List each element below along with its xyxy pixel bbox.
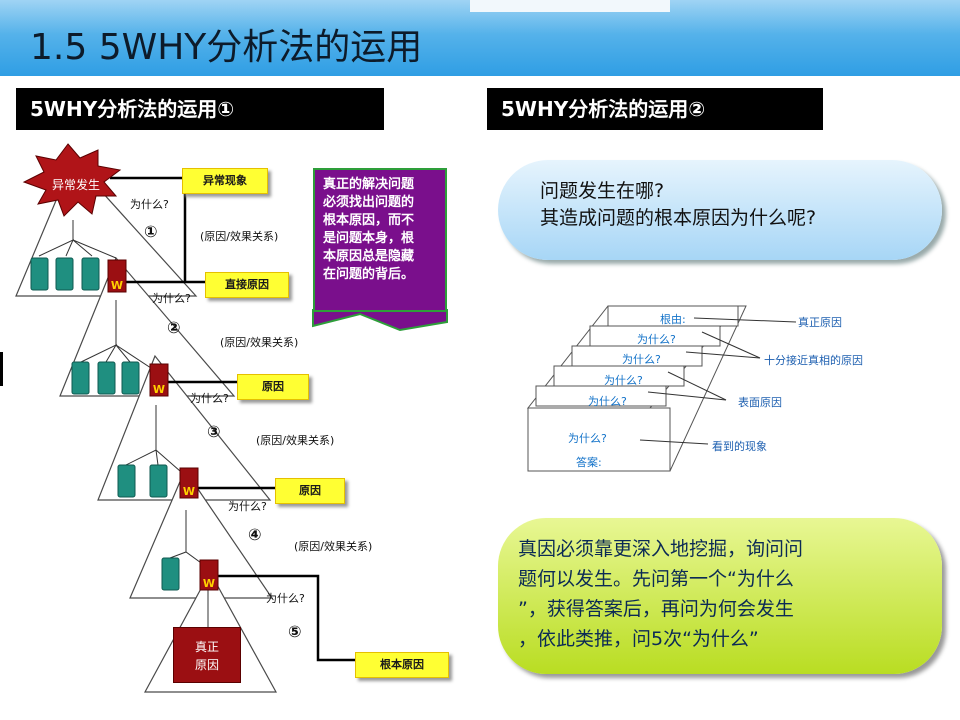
stack-label-why-3: 为什么? (622, 353, 661, 366)
note-line: 根本原因，而不 (323, 213, 415, 228)
root-cause-box: 真正 原因 (173, 627, 241, 683)
tower (97, 361, 116, 395)
title-shine (470, 0, 670, 12)
question-bubble: 问题发生在哪? 其造成问题的根本原因为什么呢? (498, 160, 942, 260)
right-section-heading: 5WHY分析法的运用② (487, 88, 823, 130)
tower (55, 257, 74, 291)
arrow-surface-b (647, 391, 727, 401)
label-cause-2: 原因 (275, 478, 345, 504)
why-label-3: 为什么? (190, 392, 229, 405)
tower (121, 361, 140, 395)
note-line: 真正的解决问题 (323, 177, 415, 192)
layer-1 (535, 385, 667, 407)
side-label-true-cause: 真正原因 (798, 316, 842, 329)
root-cause-line: 真正 (194, 640, 219, 654)
tower (161, 557, 180, 591)
relation-label-3: (原因/效果关系) (256, 434, 335, 447)
note-line: 本原因总是隐藏 (323, 249, 415, 264)
why-label-4: 为什么? (228, 500, 267, 513)
step-number-4: ④ (248, 525, 262, 544)
note-line: 在问题的背后。 (323, 267, 415, 282)
step-number-1: ① (144, 222, 158, 241)
arrow-near-cause-b (685, 351, 761, 359)
label-direct-cause: 直接原因 (205, 272, 289, 298)
layer-front (527, 407, 671, 472)
question-line: 其造成问题的根本原因为什么呢? (540, 207, 817, 229)
conclusion-line: ”，获得答案后，再问为何会发生 (518, 598, 794, 620)
w-label: W (183, 485, 195, 498)
conclusion-bubble: 真因必须靠更深入地挖掘，询问问 题何以发生。先问第一个“为什么 ”，获得答案后，… (498, 518, 942, 674)
edge-mark (0, 352, 3, 386)
left-section-heading: 5WHY分析法的运用① (16, 88, 384, 130)
relation-label-2: (原因/效果关系) (220, 336, 299, 349)
label-anomaly: 异常现象 (182, 168, 268, 194)
layer-stack-diagram (526, 305, 797, 472)
front-label-answer: 答案: (576, 456, 602, 469)
tower (81, 257, 100, 291)
tree-lines-1 (38, 220, 117, 259)
root-cause-line: 原因 (194, 658, 219, 672)
side-label-surface-cause: 表面原因 (738, 396, 782, 409)
title-bar (0, 0, 960, 76)
side-label-near-cause: 十分接近真相的原因 (764, 354, 863, 367)
w-label: W (203, 577, 215, 590)
w-marker (199, 559, 219, 591)
relation-label-1: (原因/效果关系) (200, 230, 279, 243)
why-cascade-diagram: W W W W (15, 143, 448, 693)
question-line: 问题发生在哪? (540, 180, 665, 202)
note-tail (312, 309, 448, 332)
side-label-phenomenon: 看到的现象 (712, 440, 767, 453)
step-number-3: ③ (207, 422, 221, 441)
connector-1 (110, 176, 205, 284)
label-cause-1: 原因 (237, 374, 309, 400)
anomaly-label: 异常发生 (52, 178, 101, 192)
conclusion-line: ，依此类推，问5次“为什么” (518, 628, 759, 650)
label-root-cause: 根本原因 (355, 652, 449, 678)
w-marker (179, 467, 199, 499)
stack-label-why-1: 为什么? (588, 395, 627, 408)
w-label: W (111, 279, 123, 292)
why-label-2: 为什么? (152, 292, 191, 305)
arrow-near-cause-a (701, 331, 761, 359)
tower (71, 361, 90, 395)
note-line: 必须找出问题的 (323, 195, 415, 210)
w-label: W (153, 383, 165, 396)
w-marker (107, 259, 127, 293)
tower (30, 257, 49, 291)
note-line: 是问题本身，根 (323, 231, 415, 246)
why-label-1: 为什么? (130, 198, 169, 211)
arrow-phenomenon (639, 439, 709, 445)
stack-label-why-4: 为什么? (637, 333, 676, 346)
tower (117, 464, 136, 498)
relation-label-4: (原因/效果关系) (294, 540, 373, 553)
why-label-5: 为什么? (266, 592, 305, 605)
conclusion-line: 题何以发生。先问第一个“为什么 (518, 568, 794, 590)
step-number-2: ② (167, 318, 181, 337)
arrow-true-cause (693, 317, 797, 323)
stack-label-root: 根由: (660, 313, 686, 326)
w-marker (149, 363, 169, 397)
insight-note: 真正的解决问题 必须找出问题的 根本原因，而不 是问题本身，根 本原因总是隐藏 … (313, 168, 447, 312)
arrow-surface-a (667, 371, 727, 401)
anomaly-starburst (22, 143, 122, 217)
front-label-why: 为什么? (568, 432, 607, 445)
step-number-5: ⑤ (288, 622, 302, 641)
page-title: 1.5 5WHY分析法的运用 (30, 27, 423, 68)
tower (149, 464, 168, 498)
stack-label-why-2: 为什么? (604, 374, 643, 387)
connector-5 (214, 574, 355, 662)
conclusion-line: 真因必须靠更深入地挖掘，询问问 (518, 538, 804, 560)
tree-lines-2 (80, 300, 158, 373)
